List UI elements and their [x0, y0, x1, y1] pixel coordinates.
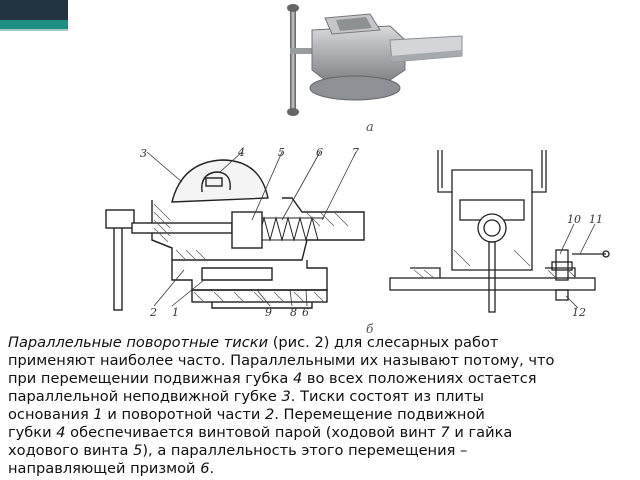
text-segment: основания: [8, 406, 94, 423]
text-segment: обеспечивается винтовой парой (ходовой в…: [65, 424, 441, 441]
text-emphasis: 4: [56, 424, 66, 441]
text-segment: губки: [8, 424, 57, 441]
text-segment: и гайка: [449, 424, 513, 441]
callout-1: 1: [172, 306, 179, 319]
figure-label-a: а: [366, 120, 374, 135]
callout-5: 5: [278, 146, 285, 159]
slide-corner-accent-line: [0, 29, 68, 31]
text-emphasis: 4: [292, 370, 303, 387]
callout-3: 3: [140, 147, 147, 160]
text-segment: при перемещении подвижная губка: [8, 370, 293, 387]
callout-10: 10: [567, 213, 581, 226]
callout-11: 11: [589, 213, 603, 226]
callout-8: 8: [290, 306, 297, 319]
text-segment: .: [209, 460, 215, 477]
vise-photo: [287, 4, 463, 116]
callout-2: 2: [150, 306, 157, 319]
text-segment: ходового винта: [8, 442, 134, 459]
text-emphasis: Параллельные поворотные тиски: [8, 334, 269, 351]
callout-12: 12: [572, 306, 586, 319]
text-segment: . Тиски состоят из плиты: [290, 388, 485, 405]
vise-side-drawing: [389, 150, 610, 313]
slide-corner-decoration: [0, 0, 68, 20]
text-emphasis: 2: [264, 406, 275, 423]
text-segment: и поворотной части: [102, 406, 265, 423]
callout-6: 6: [316, 146, 323, 159]
text-line: при перемещении подвижная губка 4 во все…: [8, 370, 636, 388]
text-line: Параллельные поворотные тиски (рис. 2) д…: [8, 334, 636, 352]
text-segment: ), а параллельность этого перемещения –: [142, 442, 468, 459]
text-segment: направляющей призмой: [8, 460, 201, 477]
vise-section-drawing: [105, 151, 365, 311]
text-segment: параллельной неподвижной губке: [8, 388, 282, 405]
text-emphasis: 1: [93, 406, 103, 423]
text-line: параллельной неподвижной губке 3. Тиски …: [8, 388, 636, 406]
text-emphasis: 5: [133, 442, 143, 459]
text-segment: применяют наиболее часто. Параллельными …: [8, 352, 555, 369]
text-segment: (рис. 2) для слесарных работ: [268, 334, 499, 351]
text-emphasis: 3: [281, 388, 291, 405]
description-text: Параллельные поворотные тиски (рис. 2) д…: [8, 334, 636, 478]
text-emphasis: 6: [200, 460, 210, 477]
text-line: применяют наиболее часто. Параллельными …: [8, 352, 636, 370]
text-emphasis: 7: [440, 424, 450, 441]
callout-6-lower: 6: [302, 306, 309, 319]
text-line: основания 1 и поворотной части 2. Переме…: [8, 406, 636, 424]
slide-corner-accent: [0, 20, 68, 29]
text-line: направляющей призмой 6.: [8, 460, 636, 478]
callout-9: 9: [265, 306, 272, 319]
text-segment: . Перемещение подвижной: [274, 406, 485, 423]
figure-label-b: б: [366, 322, 374, 336]
callout-4: 4: [238, 146, 245, 159]
text-line: ходового винта 5), а параллельность этог…: [8, 442, 636, 460]
callout-7: 7: [352, 146, 359, 159]
text-segment: во всех положениях остается: [302, 370, 537, 387]
text-line: губки 4 обеспечивается винтовой парой (х…: [8, 424, 636, 442]
